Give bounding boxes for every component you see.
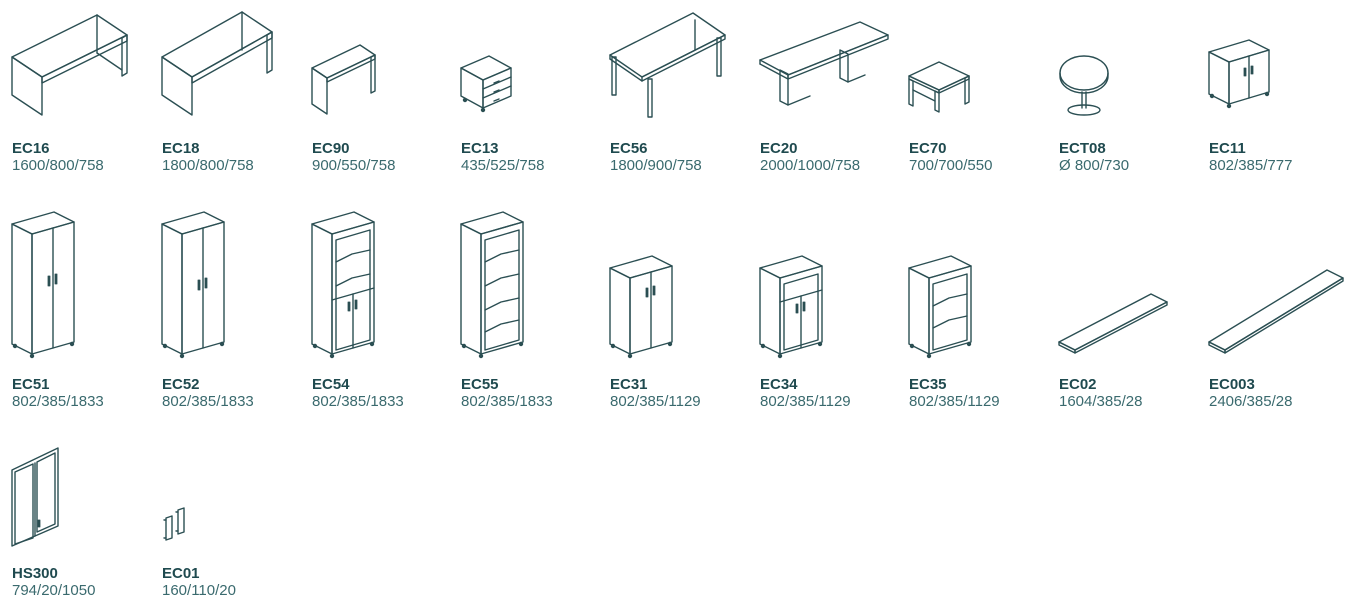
glass-door-icon	[11, 447, 59, 547]
low-table-icon	[908, 61, 970, 113]
product-dimensions: 1604/385/28	[1059, 393, 1143, 410]
product-dimensions: 2000/1000/758	[760, 157, 861, 174]
product-code: EC56	[610, 140, 648, 157]
product-dimensions: 1600/800/758	[12, 157, 104, 174]
top-panel-icon	[1058, 293, 1168, 354]
low-cabinet-icon	[1208, 39, 1270, 109]
meeting-table-icon	[759, 21, 889, 106]
tall-cabinet-icon	[161, 211, 225, 359]
product-dimensions: 900/550/758	[312, 157, 396, 174]
product-code: EC70	[909, 140, 947, 157]
product-dimensions: 802/385/777	[1209, 157, 1293, 174]
product-code: EC34	[760, 376, 798, 393]
product-code: EC52	[162, 376, 200, 393]
product-code: EC18	[162, 140, 200, 157]
product-dimensions: 794/20/1050	[12, 582, 96, 599]
product-code: EC31	[610, 376, 648, 393]
round-table-icon	[1059, 55, 1109, 116]
product-code: EC11	[1209, 140, 1246, 157]
product-dimensions: 435/525/758	[461, 157, 545, 174]
product-code: EC90	[312, 140, 350, 157]
product-code: ECT08	[1059, 140, 1106, 157]
product-dimensions: 802/385/1129	[909, 393, 1000, 410]
product-code: EC16	[12, 140, 50, 157]
tall-cabinet-icon	[11, 211, 75, 359]
desk-extension-icon	[311, 44, 376, 115]
product-code: EC35	[909, 376, 947, 393]
product-dimensions: 1800/800/758	[162, 157, 254, 174]
product-dimensions: 2406/385/28	[1209, 393, 1293, 410]
medium-bookcase-icon	[908, 255, 972, 359]
product-dimensions: 802/385/1833	[162, 393, 254, 410]
product-code: EC51	[12, 376, 50, 393]
product-code: EC54	[312, 376, 350, 393]
product-dimensions: 802/385/1833	[12, 393, 104, 410]
product-code: EC02	[1059, 376, 1097, 393]
product-code: EC20	[760, 140, 798, 157]
product-dimensions: 802/385/1833	[461, 393, 553, 410]
product-code: EC55	[461, 376, 499, 393]
product-dimensions: 160/110/20	[162, 582, 236, 599]
tall-shelf-cabinet-icon	[311, 211, 375, 359]
product-dimensions: 1800/900/758	[610, 157, 702, 174]
product-dimensions: 802/385/1129	[610, 393, 701, 410]
medium-cabinet-icon	[609, 255, 673, 359]
product-dimensions: 802/385/1129	[760, 393, 851, 410]
product-code: HS300	[12, 565, 58, 582]
long-top-panel-icon	[1208, 269, 1344, 354]
product-dimensions: Ø 800/730	[1059, 157, 1130, 174]
handle-icon	[163, 507, 185, 541]
desk-icon	[11, 14, 128, 116]
leg-desk-icon	[609, 12, 726, 118]
product-code: EC13	[461, 140, 499, 157]
drawer-pedestal-icon	[460, 55, 512, 113]
tall-bookcase-icon	[460, 211, 524, 359]
medium-shelf-cabinet-icon	[759, 255, 823, 359]
product-dimensions: 802/385/1833	[312, 393, 404, 410]
product-code: EC003	[1209, 376, 1255, 393]
product-code: EC01	[162, 565, 200, 582]
desk-icon	[161, 11, 273, 116]
product-dimensions: 700/700/550	[909, 157, 993, 174]
